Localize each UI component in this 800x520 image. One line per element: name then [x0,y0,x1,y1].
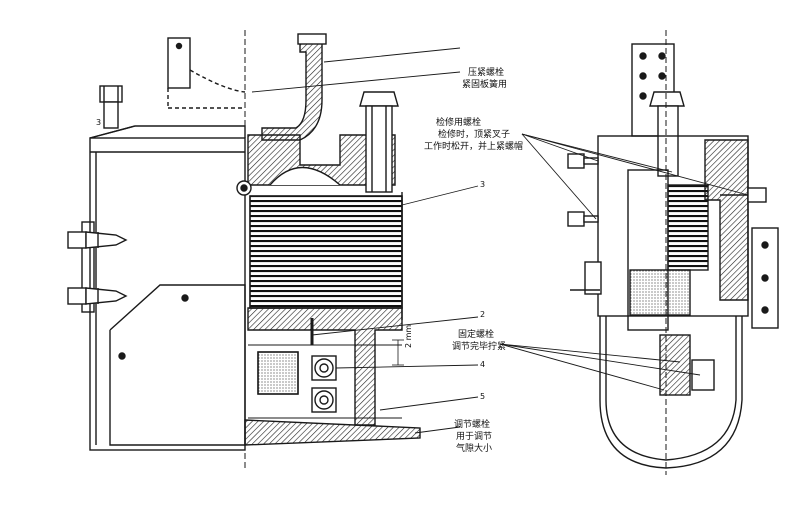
right-view [567,30,779,475]
service-bolt-desc-1: 检修时，顶紧叉子 [438,130,511,140]
fixing-bolt-desc: 调节完毕拧紧 [452,342,507,352]
part-number-2: 2 [480,310,486,319]
round-cover [599,316,743,469]
adjust-bolt-title: 调节螺栓 [454,420,491,430]
service-bolt-desc-2: 工作时松开，并上紧螺帽 [424,142,524,152]
service-bolt-top [359,91,399,193]
side-bolt-upper [67,231,128,249]
leader-lines [251,47,749,434]
part-number-3: 3 [480,180,486,189]
adjust-bolt-desc-1: 用于调节 [456,432,493,442]
fixing-bolt-title: 固定螺栓 [458,330,495,340]
top-bracket [167,37,191,89]
coil [257,351,299,395]
side-bracket [751,227,779,329]
press-bolt-title: 压紧螺栓 [468,68,505,78]
part-number-3-left: 3 [96,118,102,127]
part-number-5: 5 [480,392,486,401]
left-section [236,33,421,446]
part-number-4: 4 [480,360,486,369]
left-view [67,30,246,470]
bolt-5 [311,387,337,413]
adjust-bolt-desc-2: 气隙大小 [456,444,493,454]
right-top-bolt [649,91,685,177]
top-left-bolt [99,85,123,129]
dimension-label: 2 mm [404,324,413,348]
plate-stack [249,195,403,309]
service-bolt-title: 检修用螺栓 [436,118,482,128]
press-bolt-desc: 紧固板簧用 [462,80,508,90]
base-plate [244,419,421,446]
lower-cover [109,284,246,446]
lower-casting [247,307,403,426]
service-bolt-lower [567,211,599,227]
bolt-4 [311,355,337,381]
spring-arm [261,39,323,141]
side-bolt-lower [67,287,128,305]
